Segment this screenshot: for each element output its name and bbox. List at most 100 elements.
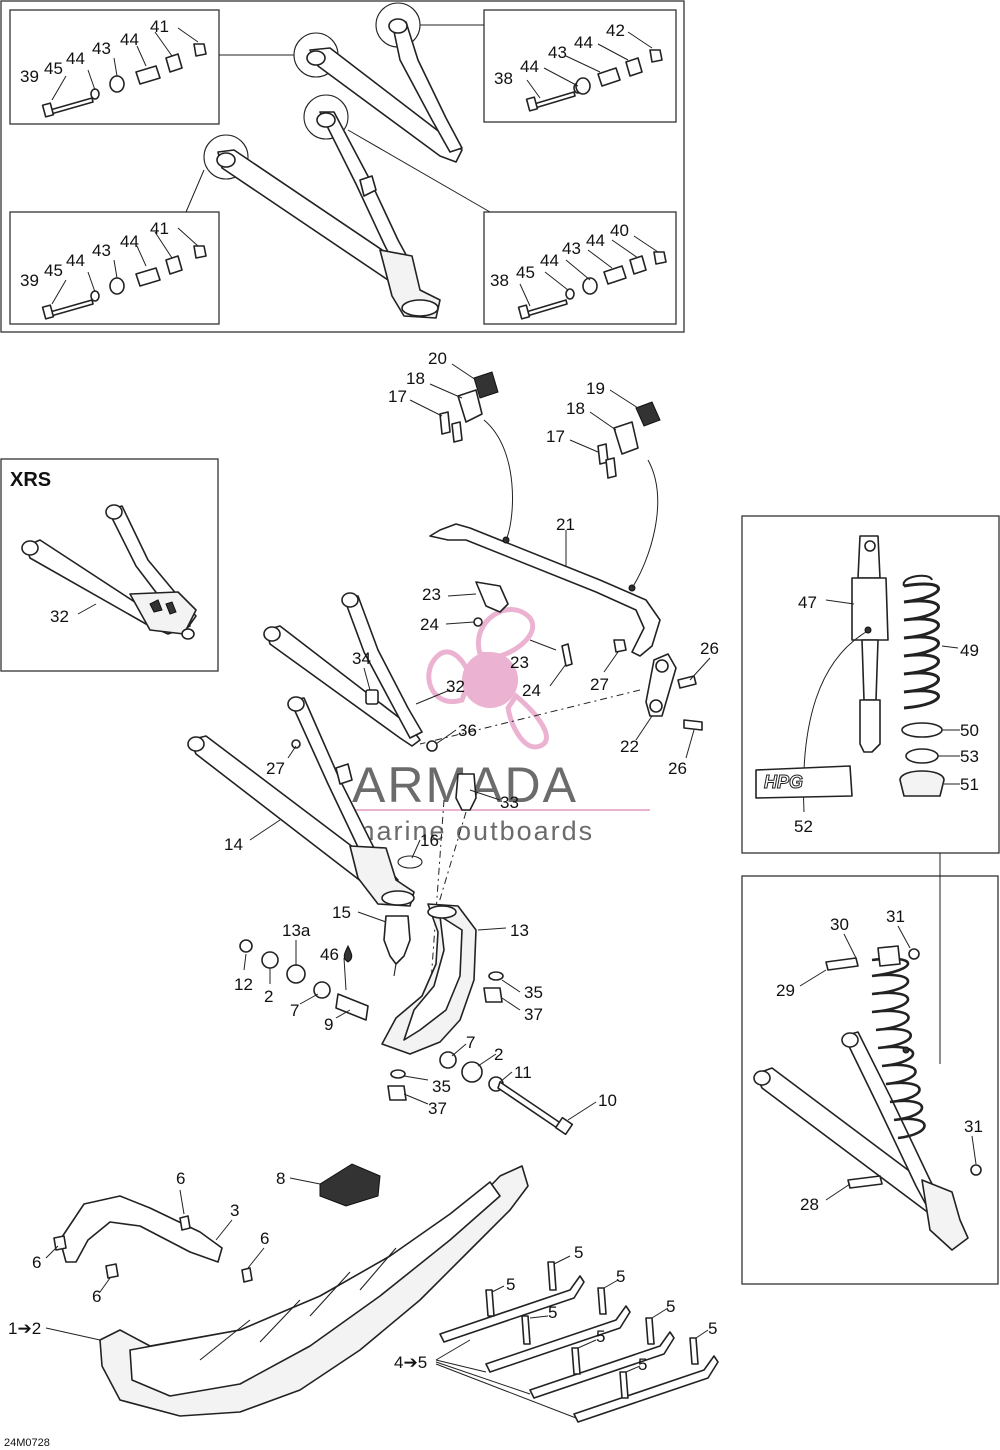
callout-26: 26 — [700, 639, 719, 658]
main-lower-a-arm — [187, 696, 415, 907]
callout-26: 26 — [668, 759, 687, 778]
shock-inset-frame — [741, 515, 1000, 854]
callout-4-to-5: 4➔5 — [394, 1353, 427, 1372]
callout-3: 3 — [230, 1201, 239, 1220]
callout-7: 7 — [290, 1001, 299, 1020]
callout-10: 10 — [598, 1091, 617, 1110]
watermark-logo — [355, 607, 650, 811]
callout-23: 23 — [422, 585, 441, 604]
callout-49: 49 — [960, 641, 979, 660]
callout-31: 31 — [886, 907, 905, 926]
hardware-box-top-right — [483, 9, 677, 123]
callout-44: 44 — [586, 231, 605, 250]
callout-37: 37 — [524, 1005, 543, 1024]
callout-46: 46 — [320, 945, 339, 964]
callout-44: 44 — [66, 49, 85, 68]
hardware-set-top-right — [525, 49, 663, 112]
callout-32: 32 — [50, 607, 69, 626]
callout-labels: 41 44 43 44 45 39 42 44 43 44 38 41 44 4… — [4, 17, 983, 1449]
callout-7: 7 — [466, 1033, 475, 1052]
hardware-set-bottom-left — [41, 245, 207, 320]
watermark-subtitle: marine outboards — [352, 816, 594, 846]
hardware-set-top-left — [41, 43, 207, 118]
callout-39: 39 — [20, 271, 39, 290]
callout-15: 15 — [332, 903, 351, 922]
callout-35: 35 — [524, 983, 543, 1002]
callout-19: 19 — [586, 379, 605, 398]
callout-6: 6 — [260, 1229, 269, 1248]
callout-20: 20 — [428, 349, 447, 368]
xrs-upper-a-arm — [21, 504, 197, 640]
callout-13: 13 — [510, 921, 529, 940]
callout-38: 38 — [490, 271, 509, 290]
svg-text:HPG: HPG — [764, 772, 803, 792]
callout-38: 38 — [494, 69, 513, 88]
a-arm-detail-frame — [0, 0, 685, 333]
callout-52: 52 — [794, 817, 813, 836]
spindle-hardware-left — [239, 939, 369, 1021]
callout-43: 43 — [562, 239, 581, 258]
callout-45: 45 — [44, 261, 63, 280]
callout-45: 45 — [44, 59, 63, 78]
callout-44: 44 — [540, 251, 559, 270]
callout-41: 41 — [150, 219, 169, 238]
callout-23: 23 — [510, 653, 529, 672]
shock-installed-frame — [741, 875, 999, 1285]
callout-30: 30 — [830, 915, 849, 934]
callout-37: 37 — [428, 1099, 447, 1118]
callout-43: 43 — [92, 39, 111, 58]
hardware-box-bottom-left — [9, 211, 220, 325]
callout-22: 22 — [620, 737, 639, 756]
callout-44: 44 — [120, 232, 139, 251]
callout-21: 21 — [556, 515, 575, 534]
grease-drop-icon — [343, 944, 353, 963]
callout-5: 5 — [666, 1297, 675, 1316]
callout-18: 18 — [566, 399, 585, 418]
callout-36: 36 — [458, 721, 477, 740]
callout-43: 43 — [92, 241, 111, 260]
callout-27: 27 — [590, 675, 609, 694]
callout-6: 6 — [92, 1287, 101, 1306]
xrs-title: XRS — [10, 469, 51, 491]
callout-51: 51 — [960, 775, 979, 794]
ski — [59, 1165, 529, 1417]
lower-a-arm — [185, 94, 491, 319]
callout-44: 44 — [120, 30, 139, 49]
hardware-box-top-left — [9, 9, 220, 125]
callout-5: 5 — [574, 1243, 583, 1262]
ski-handle-and-hardware — [53, 1163, 381, 1283]
coil-spring — [899, 574, 945, 797]
callout-6: 6 — [176, 1169, 185, 1188]
ball-joint-upper — [426, 740, 477, 811]
callout-40: 40 — [610, 221, 629, 240]
upper-a-arm — [219, 2, 484, 163]
xrs-inset-frame — [0, 458, 219, 672]
callout-5: 5 — [596, 1327, 605, 1346]
callout-44: 44 — [66, 251, 85, 270]
callout-39: 39 — [20, 67, 39, 86]
callout-27: 27 — [266, 759, 285, 778]
callout-1-to-2: 1➔2 — [8, 1319, 41, 1338]
callout-9: 9 — [324, 1015, 333, 1034]
callout-24: 24 — [522, 681, 541, 700]
callout-18: 18 — [406, 369, 425, 388]
callout-2: 2 — [264, 987, 273, 1006]
installed-a-arm — [753, 945, 982, 1251]
main-upper-a-arm — [263, 592, 423, 747]
callout-16: 16 — [420, 831, 439, 850]
callout-31: 31 — [964, 1117, 983, 1136]
hpg-decal: HPG — [755, 765, 853, 799]
callout-42: 42 — [606, 21, 625, 40]
callout-34: 34 — [352, 649, 371, 668]
ski-spindle — [381, 903, 477, 1055]
callout-41: 41 — [150, 17, 169, 36]
callout-44: 44 — [574, 33, 593, 52]
callout-5: 5 — [638, 1355, 647, 1374]
hardware-set-bottom-right — [517, 251, 667, 320]
callout-33: 33 — [500, 793, 519, 812]
callout-12: 12 — [234, 975, 253, 994]
callout-29: 29 — [776, 981, 795, 1000]
callout-5: 5 — [548, 1303, 557, 1322]
callout-5: 5 — [616, 1267, 625, 1286]
callout-53: 53 — [960, 747, 979, 766]
